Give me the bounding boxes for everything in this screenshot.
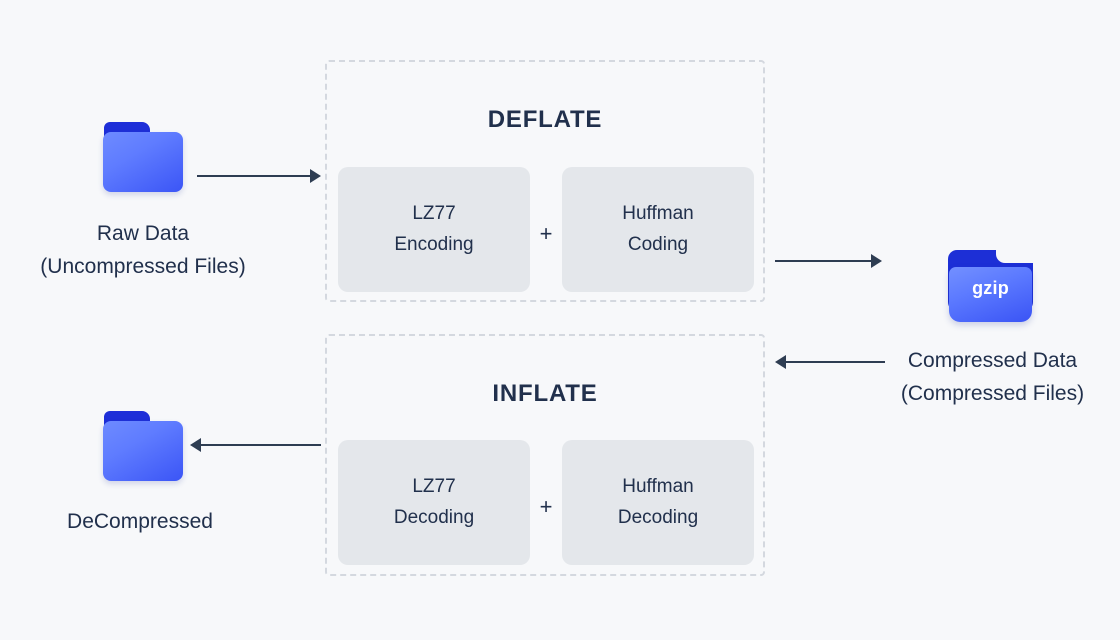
folder-body	[103, 132, 183, 192]
stage-box-huffman-coding: Huffman Coding	[562, 167, 754, 292]
process-container-inflate: INFLATE	[325, 334, 765, 576]
stage-label-line2: Encoding	[394, 233, 474, 255]
stage-box-lz77-decoding: LZ77 Decoding	[338, 440, 530, 565]
stage-box-lz77-encoding: LZ77 Encoding	[338, 167, 530, 292]
arrow-head-left-icon	[190, 438, 201, 452]
caption-decompressed-line1: DeCompressed	[67, 510, 213, 533]
arrow-head-right-icon	[871, 254, 882, 268]
stage-label-line1: LZ77	[412, 475, 456, 497]
arrow-shaft	[197, 175, 312, 177]
arrow-shaft	[199, 444, 321, 446]
caption-raw-data: Raw Data (Uncompressed Files)	[0, 218, 286, 283]
open-folder-icon-gzip: gzip	[948, 250, 1033, 322]
operator-plus-deflate: +	[539, 221, 553, 246]
stage-label-line1: Huffman	[622, 202, 694, 224]
arrow-shaft	[784, 361, 885, 363]
process-title-inflate: INFLATE	[492, 380, 598, 407]
arrow-compressed-to-inflate	[775, 354, 885, 370]
folder-icon-decompressed	[103, 411, 183, 481]
caption-compressed-data-line1: Compressed Data	[907, 349, 1078, 372]
arrow-head-left-icon	[775, 355, 786, 369]
arrow-raw-to-deflate	[197, 168, 321, 184]
folder-front-panel	[949, 267, 1032, 322]
stage-box-huffman-decoding: Huffman Decoding	[562, 440, 754, 565]
folder-label-gzip: gzip	[972, 278, 1009, 298]
arrow-shaft	[775, 260, 873, 262]
caption-raw-data-line1: Raw Data	[96, 222, 190, 245]
stage-label-line2: Coding	[627, 233, 689, 255]
arrow-deflate-to-compressed	[775, 253, 882, 269]
folder-icon-raw-data	[103, 122, 183, 192]
caption-decompressed: DeCompressed	[0, 506, 280, 539]
stage-label-line1: Huffman	[622, 475, 694, 497]
caption-compressed-data: Compressed Data (Compressed Files)	[878, 345, 1107, 410]
caption-raw-data-line2: (Uncompressed Files)	[40, 254, 246, 278]
operator-plus-inflate: +	[539, 494, 553, 519]
caption-compressed-data-line2: (Compressed Files)	[900, 381, 1085, 405]
arrow-head-right-icon	[310, 169, 321, 183]
stage-label-line2: Decoding	[617, 506, 699, 528]
stage-label-line2: Decoding	[393, 506, 475, 528]
arrow-inflate-to-decompressed	[190, 437, 321, 453]
process-container-deflate: DEFLATE	[325, 60, 765, 302]
stage-label-line1: LZ77	[412, 202, 456, 224]
process-title-deflate: DEFLATE	[487, 106, 603, 133]
folder-body	[103, 421, 183, 481]
